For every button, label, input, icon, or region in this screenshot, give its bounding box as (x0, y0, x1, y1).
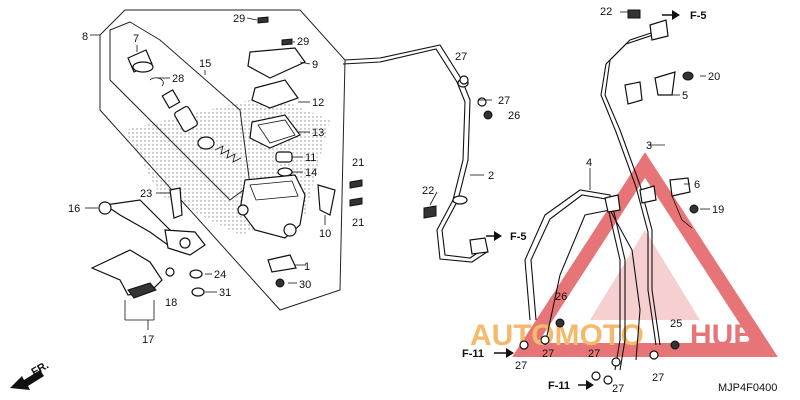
leader-lines (85, 11, 710, 330)
svg-text:F-11: F-11 (462, 348, 484, 360)
spring (214, 145, 242, 163)
callout-8: 8 (82, 31, 88, 43)
reference-f5-mid: F-5 (486, 231, 527, 243)
callout-12: 12 (312, 97, 324, 109)
callout-27e: 27 (588, 348, 600, 360)
callout-27g: 27 (652, 372, 664, 384)
brake-hose-upper (344, 44, 486, 259)
nut-31 (191, 287, 205, 297)
callout-11: 11 (305, 152, 316, 164)
reservoir-plate (251, 79, 299, 109)
callout-14: 14 (305, 167, 317, 179)
callout-6: 6 (694, 179, 700, 191)
callout-15: 15 (199, 58, 211, 70)
callout-25: 25 (670, 318, 682, 330)
lever-guard (90, 249, 163, 296)
callout-23: 23 (140, 188, 152, 200)
callout-30: 30 (299, 279, 311, 291)
callout-28: 28 (172, 73, 184, 85)
callout-2: 2 (488, 170, 494, 182)
o-ring (277, 167, 293, 177)
callout-26b: 26 (555, 291, 567, 303)
pivot-bolt (169, 187, 183, 219)
screw-21b (349, 197, 363, 207)
callout-27f: 27 (612, 383, 624, 395)
callout-18: 18 (165, 297, 177, 309)
assembly-frame (99, 9, 346, 311)
callout-10: 10 (319, 228, 331, 240)
callout-27a: 27 (455, 51, 467, 63)
screw-29a (257, 16, 269, 24)
reference-f5-top: F-5 (662, 10, 707, 22)
callout-16: 16 (68, 203, 80, 215)
svg-text:F-5: F-5 (510, 231, 527, 243)
callout-20: 20 (708, 71, 720, 83)
callout-27d: 27 (515, 360, 527, 372)
bolt-22-top (627, 9, 641, 19)
bolt-22-mid (423, 205, 437, 219)
callout-29a: 29 (233, 13, 245, 25)
brake-hose-4 (524, 189, 626, 371)
callout-4: 4 (586, 157, 592, 169)
svg-text:F-5: F-5 (690, 10, 707, 22)
reference-f11-bottom: F-11 (548, 380, 594, 392)
piston (174, 105, 198, 133)
reservoir-cap (247, 47, 306, 79)
diagram-code: MJP4F0400 (718, 382, 777, 394)
watermark-text-b: HUB (690, 319, 755, 352)
reference-f11-left: F-11 (462, 348, 514, 360)
callout-27b: 27 (498, 95, 510, 107)
watermark-inner-triangle (590, 230, 700, 320)
callout-7: 7 (133, 33, 139, 45)
callout-31: 31 (219, 287, 231, 299)
callout-22a: 22 (422, 185, 434, 197)
callout-13: 13 (312, 127, 324, 139)
callout-9: 9 (312, 59, 318, 71)
callout-21b: 21 (352, 217, 364, 229)
snap-ring (149, 77, 164, 87)
svg-text:FR.: FR. (30, 359, 51, 378)
subassembly-frame (109, 21, 251, 201)
callout-24: 24 (214, 269, 226, 281)
callouts: 29 29 9 8 7 28 15 12 13 11 14 21 21 10 2… (68, 6, 724, 395)
callout-29b: 29 (297, 36, 309, 48)
callout-3: 3 (646, 140, 652, 152)
callout-22b: 22 (600, 6, 612, 18)
callout-17: 17 (142, 334, 154, 346)
screw-29b (281, 38, 293, 46)
callout-19: 19 (712, 204, 724, 216)
front-arrow: FR. (10, 359, 51, 390)
piston-rod (161, 89, 181, 109)
callout-1: 1 (304, 261, 310, 273)
screw-21a (349, 179, 363, 189)
washer-24 (189, 269, 203, 279)
holder-clamp (267, 254, 297, 273)
watermark-triangle (512, 152, 778, 357)
float (275, 151, 293, 163)
callout-5: 5 (682, 90, 688, 102)
clamp-6 (669, 177, 691, 197)
callout-27c: 27 (542, 348, 554, 360)
callout-26a: 26 (508, 110, 520, 122)
svg-text:F-11: F-11 (548, 380, 570, 392)
stop-switch (317, 184, 336, 216)
callout-21a: 21 (352, 157, 364, 169)
watermark: AUTOMOTO HUB (470, 152, 778, 357)
